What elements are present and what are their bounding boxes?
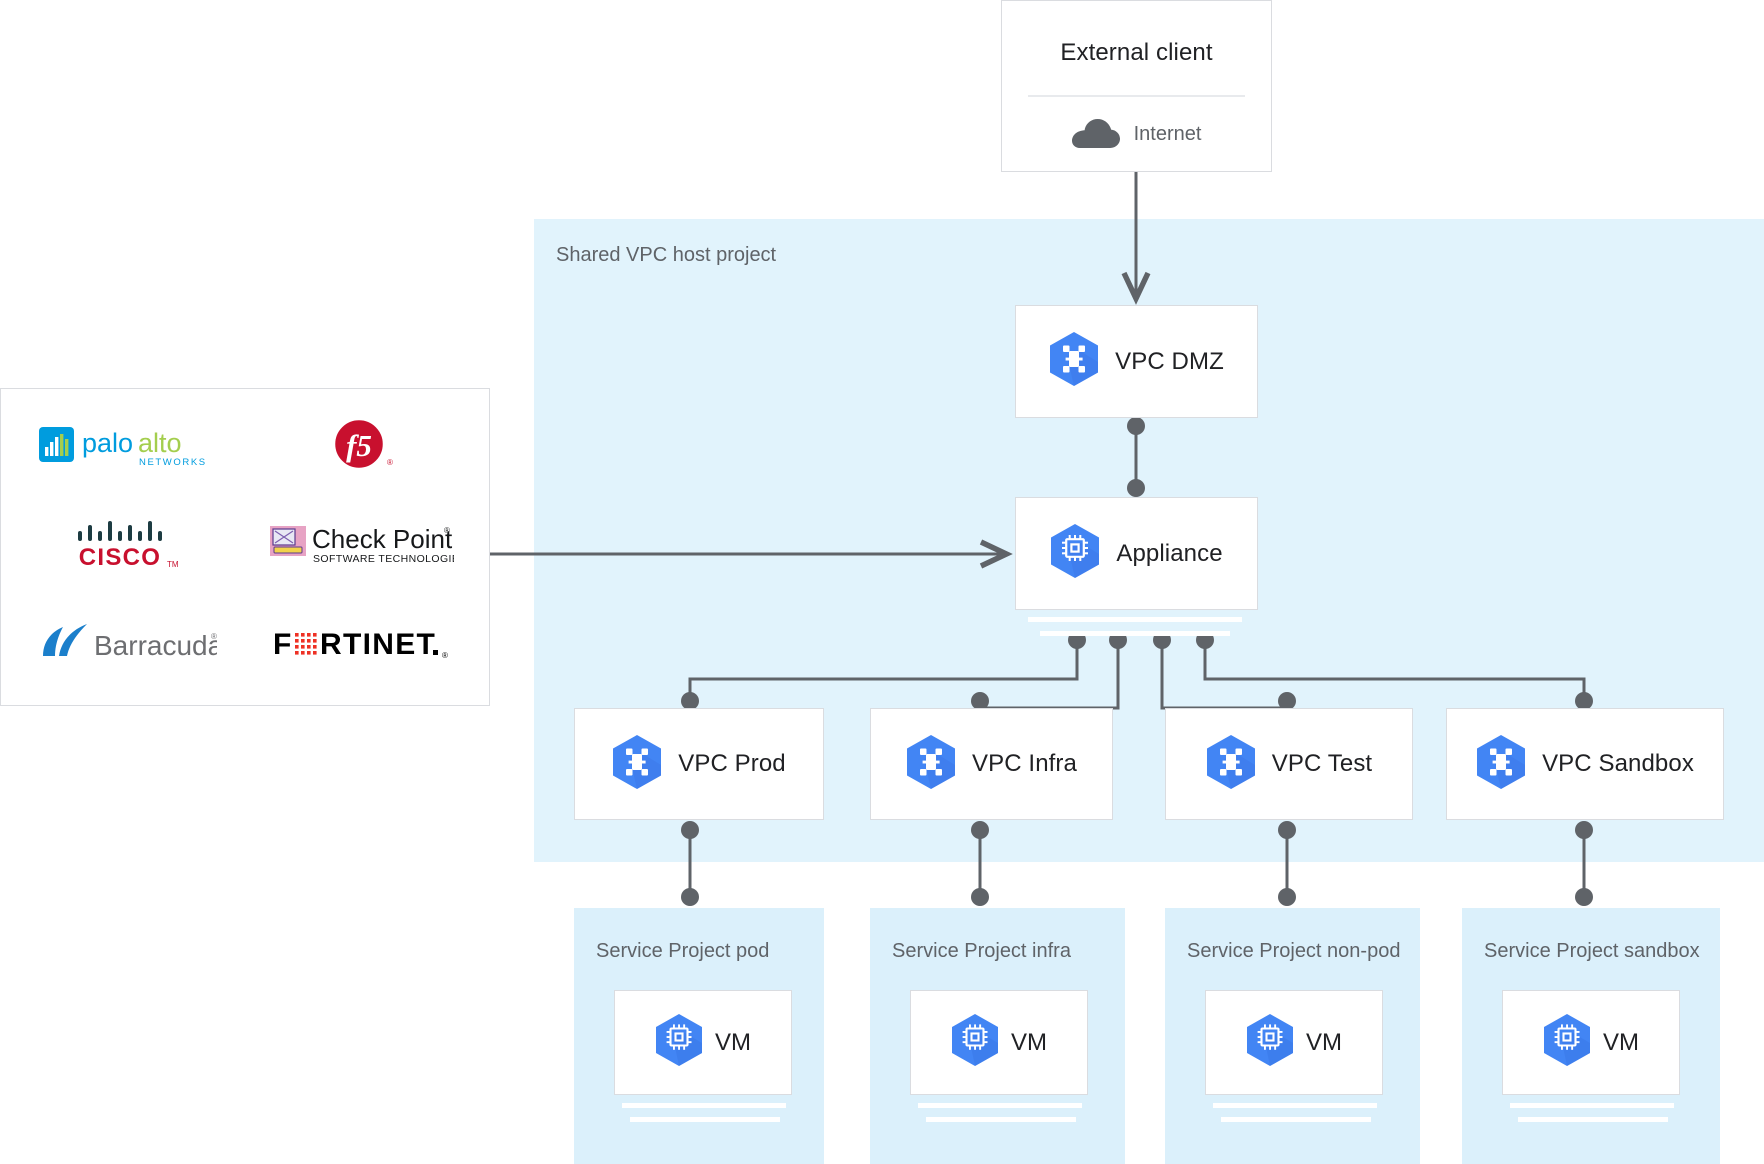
- svg-text:alto: alto: [138, 428, 182, 458]
- vpc-infra-box[interactable]: VPC Infra: [870, 708, 1113, 820]
- vendor-paloalto: palo alto NETWORKS: [39, 421, 217, 474]
- vpc-prod-label: VPC Prod: [678, 750, 786, 777]
- svg-text:F: F: [273, 628, 293, 661]
- appliance-stack-line: [1028, 617, 1242, 622]
- cloud-icon: [1071, 119, 1120, 149]
- vm-instance-box[interactable]: VM: [1502, 990, 1680, 1095]
- vm-instance-icon: [1543, 1013, 1591, 1072]
- svg-text:RTINET: RTINET: [320, 628, 436, 661]
- vm-stack-line: [1213, 1103, 1377, 1108]
- vpc-dmz-label: VPC DMZ: [1115, 347, 1224, 375]
- vendor-barracuda: Barracuda ®: [39, 622, 224, 673]
- vpc-sandbox-label: VPC Sandbox: [1542, 750, 1694, 777]
- checkpoint-logo: Check Point ® SOFTWARE TECHNOLOGIES LTD.: [270, 521, 493, 574]
- f5-logo: f5 ®: [330, 416, 394, 479]
- cisco-logo: CISCO TM: [74, 517, 182, 578]
- vpc-dmz-box[interactable]: VPC DMZ: [1015, 305, 1258, 418]
- service-project-title: Service Project sandbox: [1484, 940, 1700, 962]
- vm-stack-line: [918, 1103, 1082, 1108]
- service-project-title: Service Project non-pod: [1187, 940, 1401, 962]
- vm-instance-icon: [951, 1013, 999, 1072]
- vendor-checkpoint: Check Point ® SOFTWARE TECHNOLOGIES LTD.: [270, 521, 493, 574]
- service-project-infra-panel: Service Project infra: [870, 908, 1125, 1164]
- vendor-f5: f5 ®: [330, 416, 394, 479]
- fortinet-logo: F RTINET ®: [273, 626, 451, 669]
- barracuda-logo: Barracuda ®: [39, 622, 224, 673]
- vm-label: VM: [715, 1028, 751, 1056]
- svg-text:Barracuda: Barracuda: [94, 630, 217, 661]
- vpc-network-icon: [612, 734, 662, 795]
- vpc-sandbox-box[interactable]: VPC Sandbox: [1446, 708, 1724, 820]
- vm-stack-line: [926, 1117, 1076, 1122]
- vendor-logos-panel: palo alto NETWORKS f5 ®: [0, 388, 493, 706]
- external-client-title: External client: [1060, 39, 1213, 66]
- appliance-stack-line: [1040, 631, 1230, 636]
- vm-instance-box[interactable]: VM: [1205, 990, 1383, 1095]
- vm-stack-line: [1518, 1117, 1668, 1122]
- vpc-test-box[interactable]: VPC Test: [1165, 708, 1413, 820]
- svg-text:TM: TM: [167, 560, 179, 569]
- vpc-network-icon: [1049, 331, 1099, 392]
- vendor-cisco: CISCO TM: [74, 517, 182, 578]
- vm-instance-box[interactable]: VM: [614, 990, 792, 1095]
- paloalto-logo: palo alto NETWORKS: [39, 421, 217, 474]
- vm-label: VM: [1306, 1028, 1342, 1056]
- svg-text:Check Point: Check Point: [312, 524, 453, 554]
- svg-text:CISCO: CISCO: [79, 544, 162, 571]
- appliance-box[interactable]: Appliance: [1015, 497, 1258, 610]
- appliance-chip-icon: [1050, 523, 1100, 584]
- service-project-sandbox-panel: Service Project sandbox: [1462, 908, 1720, 1164]
- vpc-infra-label: VPC Infra: [972, 750, 1077, 777]
- svg-text:SOFTWARE TECHNOLOGIES LTD.: SOFTWARE TECHNOLOGIES LTD.: [313, 553, 454, 565]
- vpc-test-label: VPC Test: [1271, 750, 1373, 777]
- external-client-box: External client Internet: [1001, 0, 1272, 172]
- service-project-title: Service Project infra: [892, 940, 1071, 962]
- vm-stack-line: [1510, 1103, 1674, 1108]
- service-project-non-pod-panel: Service Project non-pod: [1165, 908, 1420, 1164]
- vpc-prod-box[interactable]: VPC Prod: [574, 708, 824, 820]
- service-project-pod-panel: Service Project pod: [574, 908, 824, 1164]
- vm-instance-box[interactable]: VM: [910, 990, 1088, 1095]
- svg-text:®: ®: [444, 526, 450, 535]
- vm-instance-icon: [1246, 1013, 1294, 1072]
- svg-text:NETWORKS: NETWORKS: [139, 457, 207, 468]
- svg-text:®: ®: [442, 651, 448, 660]
- vm-stack-line: [1221, 1117, 1371, 1122]
- svg-text:®: ®: [211, 632, 217, 641]
- divider: [1028, 95, 1245, 97]
- vendor-fortinet: F RTINET ®: [273, 626, 451, 669]
- vm-label: VM: [1603, 1028, 1639, 1056]
- vm-label: VM: [1011, 1028, 1047, 1056]
- vm-stack-line: [622, 1103, 786, 1108]
- service-project-title: Service Project pod: [596, 940, 770, 962]
- vm-instance-icon: [655, 1013, 703, 1072]
- internet-label: Internet: [1133, 122, 1202, 145]
- vpc-network-icon: [1206, 734, 1256, 795]
- svg-text:palo: palo: [82, 428, 133, 458]
- vpc-network-icon: [1476, 734, 1526, 795]
- appliance-label: Appliance: [1116, 539, 1223, 567]
- shared-vpc-zone-label: Shared VPC host project: [556, 244, 777, 266]
- svg-text:®: ®: [387, 458, 393, 467]
- vpc-network-icon: [906, 734, 956, 795]
- vm-stack-line: [630, 1117, 780, 1122]
- svg-text:f5: f5: [346, 428, 372, 463]
